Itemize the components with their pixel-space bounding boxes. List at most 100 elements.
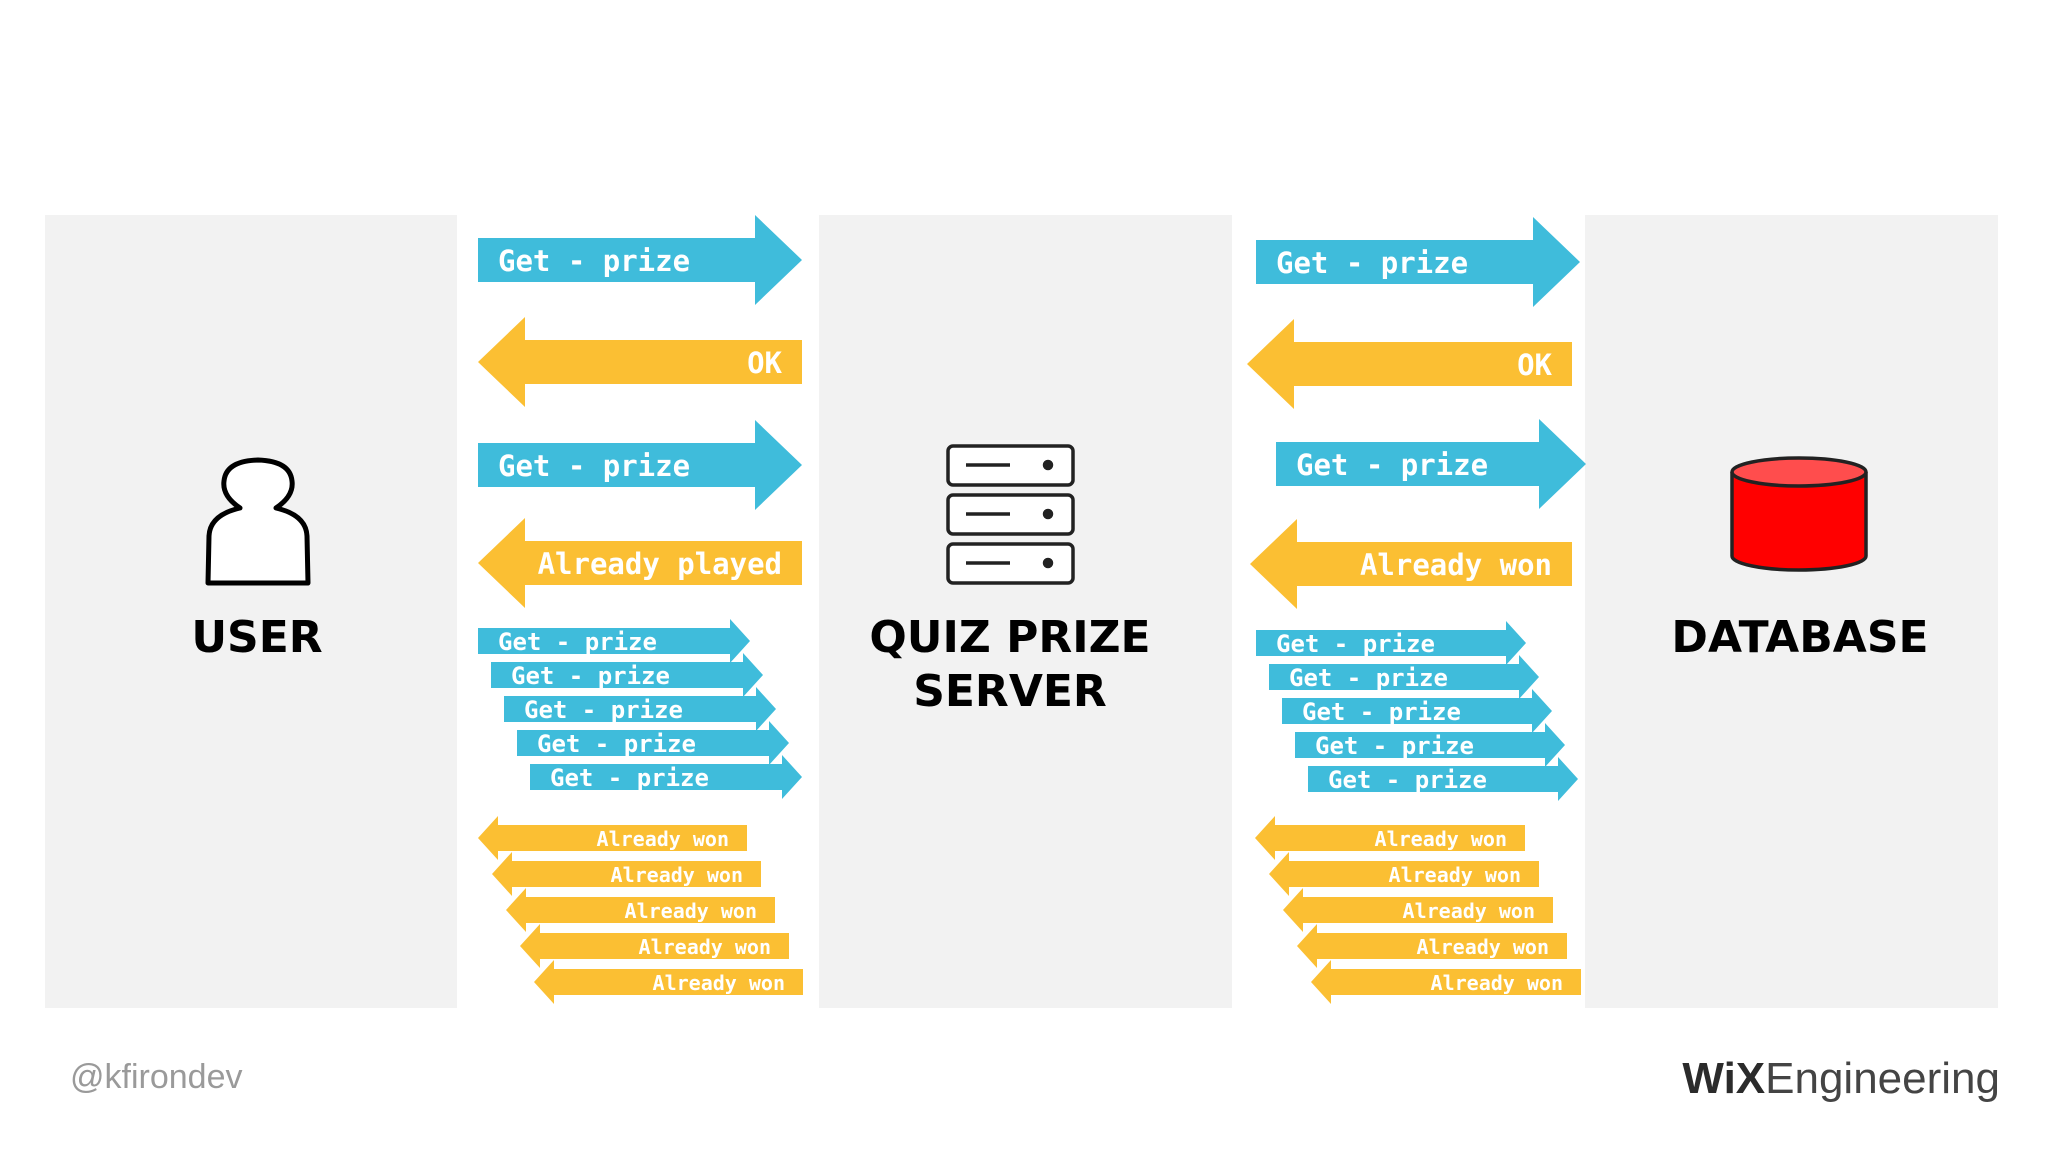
server-label-line1: QUIZ PRIZE xyxy=(869,612,1150,663)
right_flow-response-arrow-2-shape xyxy=(1247,319,1572,409)
left_burst_responses-response-arrow-5-shape xyxy=(534,960,803,1004)
server-icon xyxy=(946,444,1075,585)
right_flow-request-arrow-1-label: Get - prize xyxy=(1276,246,1468,280)
right_burst_requests-request-arrow-4: Get - prize xyxy=(1295,723,1565,767)
right_burst_responses-response-arrow-3-shape xyxy=(1283,888,1553,932)
left_burst_requests-request-arrow-1-shape xyxy=(478,619,750,663)
right_burst_requests-request-arrow-3-label: Get - prize xyxy=(1302,698,1461,726)
left_burst_responses-response-arrow-3-label: Already won xyxy=(625,899,757,923)
left_burst_requests-request-arrow-2-label: Get - prize xyxy=(511,662,670,690)
right_burst_requests-request-arrow-5: Get - prize xyxy=(1308,757,1578,801)
right_burst_responses-response-arrow-5-shape xyxy=(1311,960,1581,1004)
right_burst_responses-response-arrow-2: Already won xyxy=(1269,852,1539,896)
right_burst_responses-response-arrow-2-shape xyxy=(1269,852,1539,896)
author-handle: @kfirondev xyxy=(70,1058,242,1096)
left_burst_responses-response-arrow-2-label: Already won xyxy=(611,863,743,887)
left_flow-response-arrow-4-label: Already played xyxy=(538,547,782,581)
right_flow-request-arrow-3-shape xyxy=(1276,419,1586,509)
right_burst_responses-response-arrow-3-label: Already won xyxy=(1403,899,1535,923)
left_burst_requests-request-arrow-1: Get - prize xyxy=(478,619,750,663)
left_burst_requests-request-arrow-5-label: Get - prize xyxy=(550,764,709,792)
database-panel xyxy=(1585,215,1998,1008)
right_flow-response-arrow-2-label: OK xyxy=(1517,348,1552,382)
right_burst_responses-response-arrow-4: Already won xyxy=(1297,924,1567,968)
left_flow-request-arrow-3: Get - prize xyxy=(478,420,802,510)
left_burst_requests-request-arrow-4-label: Get - prize xyxy=(537,730,696,758)
left_burst_requests-request-arrow-4: Get - prize xyxy=(517,721,789,765)
left_flow-request-arrow-1-label: Get - prize xyxy=(498,244,690,278)
brand-logo: WiXEngineering xyxy=(1682,1054,2000,1103)
left_burst_responses-response-arrow-3-shape xyxy=(506,888,775,932)
brand-logo-light: Engineering xyxy=(1765,1054,2000,1103)
right_burst_responses-response-arrow-2-label: Already won xyxy=(1389,863,1521,887)
right_burst_requests-request-arrow-2-label: Get - prize xyxy=(1289,664,1448,692)
left_burst_responses-response-arrow-4-shape xyxy=(520,924,789,968)
database-icon xyxy=(1730,456,1868,572)
left_burst_responses-response-arrow-2: Already won xyxy=(492,852,761,896)
left_flow-response-arrow-2: OK xyxy=(478,317,802,407)
right_burst_responses-response-arrow-3: Already won xyxy=(1283,888,1553,932)
right_flow-response-arrow-4: Already won xyxy=(1250,519,1572,609)
left_burst_requests-request-arrow-3-label: Get - prize xyxy=(524,696,683,724)
right_burst_requests-request-arrow-2-shape xyxy=(1269,655,1539,699)
user-label: USER xyxy=(191,612,322,663)
right_burst_requests-request-arrow-1: Get - prize xyxy=(1256,621,1526,665)
left_flow-response-arrow-4-shape xyxy=(478,518,802,608)
left_flow-request-arrow-1-shape xyxy=(478,215,802,305)
left_burst_responses-response-arrow-2-shape xyxy=(492,852,761,896)
left_flow-response-arrow-4: Already played xyxy=(478,518,802,608)
right_burst_requests-request-arrow-1-label: Get - prize xyxy=(1276,630,1435,658)
right_flow-request-arrow-1: Get - prize xyxy=(1256,217,1580,307)
right_flow-request-arrow-3: Get - prize xyxy=(1276,419,1586,509)
right_burst_requests-request-arrow-4-label: Get - prize xyxy=(1315,732,1474,760)
left_flow-request-arrow-1: Get - prize xyxy=(478,215,802,305)
left_flow-request-arrow-3-label: Get - prize xyxy=(498,449,690,483)
right_burst_requests-request-arrow-1-shape xyxy=(1256,621,1526,665)
right_burst_requests-request-arrow-5-shape xyxy=(1308,757,1578,801)
right_burst_requests-request-arrow-2: Get - prize xyxy=(1269,655,1539,699)
server-panel xyxy=(819,215,1232,1008)
right_burst_requests-request-arrow-3-shape xyxy=(1282,689,1552,733)
left_burst_responses-response-arrow-1-shape xyxy=(478,816,747,860)
left_burst_responses-response-arrow-1: Already won xyxy=(478,816,747,860)
left_burst_responses-response-arrow-4-label: Already won xyxy=(639,935,771,959)
database-label: DATABASE xyxy=(1671,612,1928,663)
right_flow-response-arrow-4-shape xyxy=(1250,519,1572,609)
server-label-line2: SERVER xyxy=(913,666,1107,717)
right_flow-request-arrow-1-shape xyxy=(1256,217,1580,307)
left_burst_requests-request-arrow-1-label: Get - prize xyxy=(498,628,657,656)
left_burst_requests-request-arrow-2-shape xyxy=(491,653,763,697)
right_burst_responses-response-arrow-1-shape xyxy=(1255,816,1525,860)
right_burst_requests-request-arrow-5-label: Get - prize xyxy=(1328,766,1487,794)
right_burst_responses-response-arrow-1: Already won xyxy=(1255,816,1525,860)
right_burst_responses-response-arrow-1-label: Already won xyxy=(1375,827,1507,851)
left_burst_responses-response-arrow-1-label: Already won xyxy=(597,827,729,851)
left_burst_responses-response-arrow-5-label: Already won xyxy=(653,971,785,995)
user-panel xyxy=(45,215,457,1008)
left_burst_responses-response-arrow-5: Already won xyxy=(534,960,803,1004)
left_burst_requests-request-arrow-5-shape xyxy=(530,755,802,799)
left_flow-response-arrow-2-shape xyxy=(478,317,802,407)
brand-logo-bold: WiX xyxy=(1682,1054,1765,1103)
right_flow-response-arrow-4-label: Already won xyxy=(1360,548,1552,582)
right_burst_responses-response-arrow-4-shape xyxy=(1297,924,1567,968)
left_burst_requests-request-arrow-2: Get - prize xyxy=(491,653,763,697)
left_flow-response-arrow-2-label: OK xyxy=(747,346,782,380)
right_flow-request-arrow-3-label: Get - prize xyxy=(1296,448,1488,482)
left_burst_requests-request-arrow-3: Get - prize xyxy=(504,687,776,731)
right_flow-response-arrow-2: OK xyxy=(1247,319,1572,409)
right_burst_responses-response-arrow-4-label: Already won xyxy=(1417,935,1549,959)
left_burst_requests-request-arrow-5: Get - prize xyxy=(530,755,802,799)
right_burst_responses-response-arrow-5-label: Already won xyxy=(1431,971,1563,995)
user-icon xyxy=(205,457,311,586)
left_burst_requests-request-arrow-4-shape xyxy=(517,721,789,765)
right_burst_requests-request-arrow-4-shape xyxy=(1295,723,1565,767)
right_burst_responses-response-arrow-5: Already won xyxy=(1311,960,1581,1004)
left_flow-request-arrow-3-shape xyxy=(478,420,802,510)
left_burst_responses-response-arrow-3: Already won xyxy=(506,888,775,932)
left_burst_responses-response-arrow-4: Already won xyxy=(520,924,789,968)
left_burst_requests-request-arrow-3-shape xyxy=(504,687,776,731)
